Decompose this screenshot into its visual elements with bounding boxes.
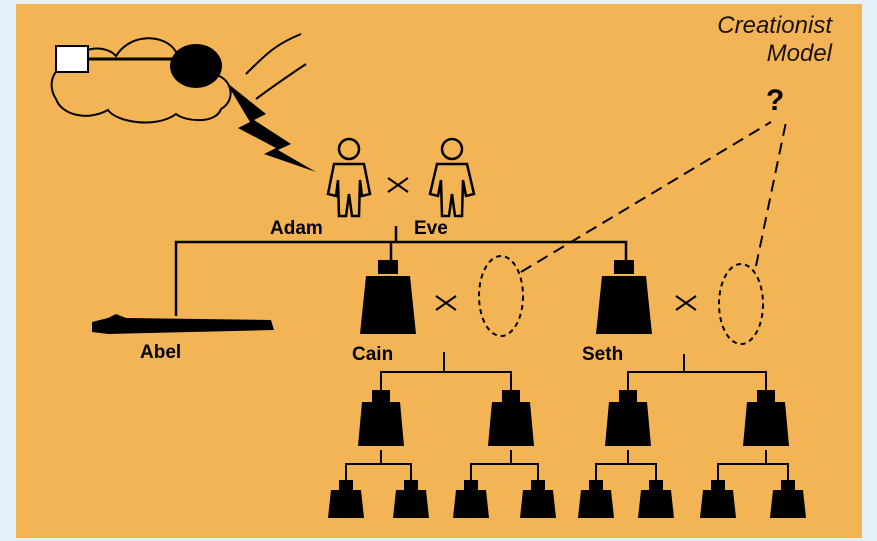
seth-figure xyxy=(596,260,652,334)
creator-head xyxy=(170,44,222,88)
creationist-diagram: Creationist Model ? Adam Eve Abel Cain S… xyxy=(16,4,862,538)
great-grandchildren xyxy=(328,480,806,518)
grandchildren-cain xyxy=(358,390,534,446)
generation-three-lines xyxy=(345,450,789,480)
creator-hand xyxy=(55,45,89,73)
abel-figure xyxy=(92,314,274,334)
title-line-1: Creationist xyxy=(717,12,832,39)
union-cross-cain xyxy=(435,295,457,311)
grandchildren-seth xyxy=(605,390,789,446)
family-lines xyxy=(174,226,628,316)
label-adam: Adam xyxy=(270,218,323,239)
label-cain: Cain xyxy=(352,344,394,365)
label-seth: Seth xyxy=(582,344,624,365)
union-cross-seth xyxy=(675,295,697,311)
union-cross-adam-eve xyxy=(387,177,409,193)
adam-figure xyxy=(326,137,372,218)
lightning-bolt xyxy=(226,82,316,172)
generation-two-lines xyxy=(380,352,767,390)
cain-figure xyxy=(360,260,416,334)
eve-figure xyxy=(428,137,476,218)
question-mark: ? xyxy=(766,84,785,117)
seth-unknown-wife xyxy=(718,263,764,345)
title-line-2: Model xyxy=(766,40,832,67)
cain-unknown-wife xyxy=(478,255,524,337)
cloud-wisp xyxy=(245,33,307,100)
diagram-graphics xyxy=(50,33,806,518)
question-lines xyxy=(520,121,787,273)
label-eve: Eve xyxy=(414,218,448,239)
label-abel: Abel xyxy=(140,342,182,363)
